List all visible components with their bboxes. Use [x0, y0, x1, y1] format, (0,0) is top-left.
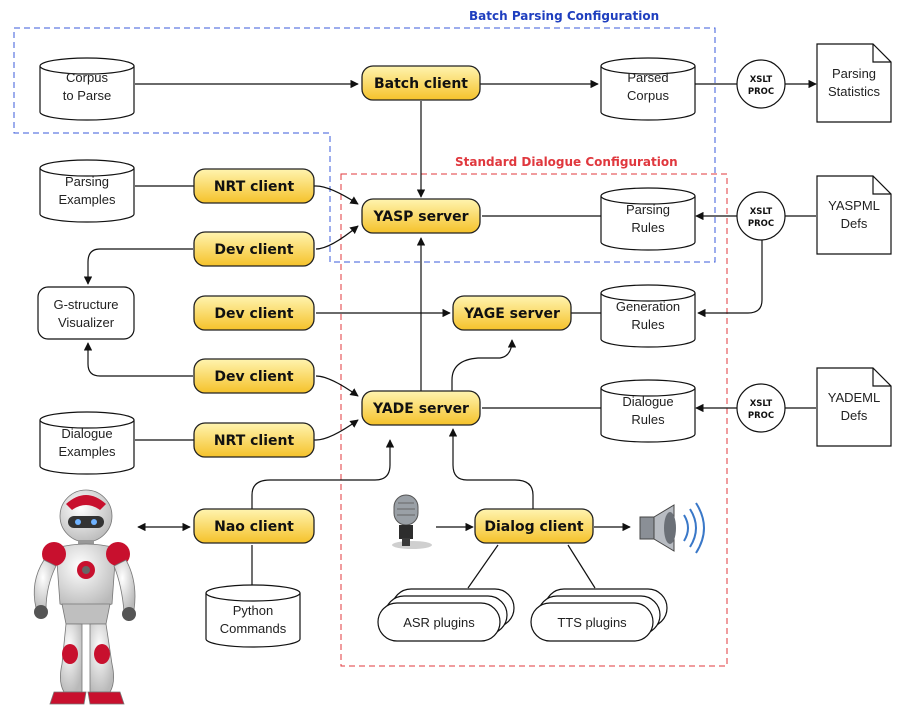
database-python-commands: Python Commands [205, 584, 301, 648]
nrt-client-parse-node: NRT client [193, 168, 315, 204]
database-label: Generation [616, 299, 680, 314]
node-label: Batch client [374, 76, 468, 92]
database-label: Corpus [627, 88, 669, 103]
edge-dialog-yade [448, 428, 534, 509]
database-label: to Parse [63, 88, 111, 103]
node-label: Nao client [214, 519, 294, 535]
speaker-icon [639, 502, 705, 554]
edge-nrtdialog-yade [135, 419, 359, 441]
database-label: Parsed [627, 70, 668, 85]
database-label: Rules [631, 220, 665, 235]
node-label: YASP server [372, 209, 468, 225]
nao-client-node: Nao client [193, 508, 315, 544]
database-label: Parsing [626, 202, 670, 217]
document-label: YASPML [828, 198, 880, 213]
database-parsed-corpus: Parsed Corpus [600, 57, 696, 121]
document-label: Defs [841, 216, 868, 231]
edge-devdialog-yade [315, 375, 359, 397]
batch-config-title: Batch Parsing Configuration [469, 9, 659, 23]
dev-client-dialog-node: Dev client [193, 358, 315, 394]
database-label: Corpus [66, 70, 108, 85]
database-parsing-examples: Parsing Examples [39, 159, 135, 223]
edge-nrt-yasp [135, 185, 359, 205]
plugin-label: TTS plugins [557, 615, 627, 630]
edge-dialog-asr [467, 544, 499, 589]
document-yademl-defs: YADEML Defs [816, 367, 892, 447]
dialog-client-node: Dialog client [474, 508, 594, 544]
node-label: YADE server [372, 401, 469, 417]
edge-dev-yasp [315, 225, 359, 250]
node-label: NRT client [214, 433, 295, 449]
connectors [83, 79, 817, 591]
database-label: Dialogue [61, 426, 112, 441]
batch-client-node: Batch client [361, 65, 481, 101]
visualizer-label: Visualizer [58, 315, 115, 330]
yasp-server-node: YASP server [361, 198, 481, 234]
batch-config-frame [13, 27, 716, 263]
database-label: Examples [58, 444, 116, 459]
document-label: Statistics [828, 84, 881, 99]
tts-plugins-stack: TTS plugins [530, 588, 668, 642]
node-label: YAGE server [463, 306, 560, 322]
visualizer-label: G-structure [53, 297, 118, 312]
asr-plugins-stack: ASR plugins [377, 588, 515, 642]
database-label: Examples [58, 192, 116, 207]
database-label: Python [233, 603, 273, 618]
xslt-label: PROC [748, 87, 774, 97]
edge-xslt-genrules [697, 240, 763, 318]
database-label: Parsing [65, 174, 109, 189]
document-yaspml-defs: YASPML Defs [816, 175, 892, 255]
document-parsing-statistics: Parsing Statistics [816, 43, 892, 123]
xslt-processor-yaspml: XSLT PROC [736, 191, 786, 241]
dev-client-parse-node: Dev client [193, 231, 315, 267]
edge-dialog-tts [567, 544, 596, 589]
g-structure-visualizer: G-structure Visualizer [37, 286, 135, 340]
edge-yade-yage [451, 339, 517, 392]
document-label: Defs [841, 408, 868, 423]
dialogue-config-frame [340, 173, 728, 667]
database-parsing-rules: Parsing Rules [600, 187, 696, 251]
nao-robot [33, 489, 136, 705]
database-generation-rules: Generation Rules [600, 284, 696, 348]
xslt-processor-stats: XSLT PROC [736, 59, 786, 109]
document-label: YADEML [828, 390, 881, 405]
database-dialogue-rules: Dialogue Rules [600, 379, 696, 443]
microphone-icon [392, 494, 432, 549]
edge-dev-visualizer-2 [83, 342, 193, 377]
plugin-label: ASR plugins [403, 615, 475, 630]
database-label: Rules [631, 317, 665, 332]
nrt-client-dialog-node: NRT client [193, 422, 315, 458]
yade-server-node: YADE server [361, 390, 481, 426]
dev-client-gen-node: Dev client [193, 295, 315, 331]
node-label: Dialog client [484, 519, 584, 535]
xslt-label: PROC [748, 411, 774, 421]
document-label: Parsing [832, 66, 876, 81]
node-label: NRT client [214, 179, 295, 195]
node-label: Dev client [214, 369, 293, 385]
database-corpus: Corpus to Parse [39, 57, 135, 121]
xslt-label: XSLT [750, 399, 773, 409]
node-label: Dev client [214, 242, 293, 258]
xslt-label: XSLT [750, 207, 773, 217]
edge-nao-yade [251, 439, 395, 509]
database-label: Dialogue [622, 394, 673, 409]
xslt-processor-yademl: XSLT PROC [736, 383, 786, 433]
database-dialogue-examples: Dialogue Examples [39, 411, 135, 475]
database-label: Commands [220, 621, 287, 636]
edge-dev-visualizer [83, 248, 193, 285]
database-label: Rules [631, 412, 665, 427]
xslt-label: PROC [748, 219, 774, 229]
xslt-label: XSLT [750, 75, 773, 85]
yage-server-node: YAGE server [452, 295, 572, 331]
dialogue-config-title: Standard Dialogue Configuration [455, 155, 678, 169]
node-label: Dev client [214, 306, 293, 322]
